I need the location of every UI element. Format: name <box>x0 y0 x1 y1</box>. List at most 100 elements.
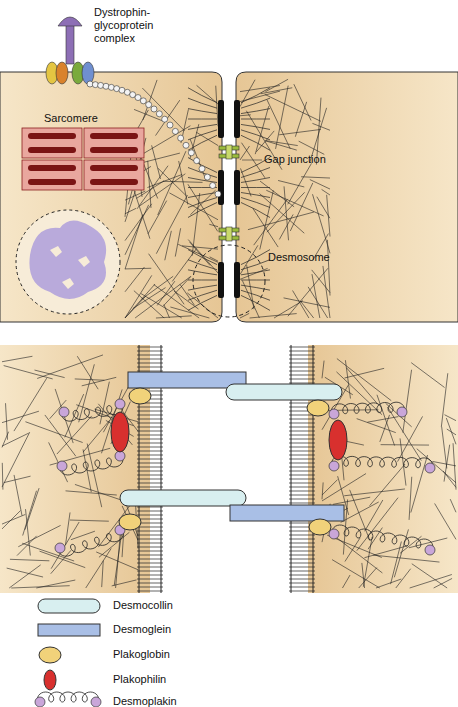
desmoplakin-end <box>55 543 65 553</box>
filament <box>284 298 330 308</box>
filament <box>75 379 105 380</box>
filament-fan <box>241 193 270 198</box>
dystrophin-chain <box>87 81 93 87</box>
filament <box>51 522 79 569</box>
filament <box>411 455 428 513</box>
desmoplakin-end <box>425 463 435 473</box>
cytoskeleton <box>2 355 456 588</box>
filament <box>190 242 210 265</box>
dystrophin-chain <box>167 122 173 128</box>
component-label: Dystrophin-glycoprotein complex <box>94 6 172 45</box>
myofilament <box>28 165 76 171</box>
glycoprotein-stem <box>66 24 74 64</box>
myofilament <box>28 179 76 185</box>
filament <box>253 208 278 247</box>
filament <box>51 550 71 573</box>
filament <box>265 79 288 91</box>
sarcomere-band <box>22 128 82 158</box>
desmoplakin-end <box>35 697 45 707</box>
filament <box>386 403 412 427</box>
filament <box>446 418 456 444</box>
filament <box>18 525 60 546</box>
filament <box>364 546 407 558</box>
filament <box>266 141 298 146</box>
component-label: Sarcomere <box>44 112 134 125</box>
filament <box>82 377 117 385</box>
filament <box>332 560 380 588</box>
filament <box>250 314 297 318</box>
desmoplakin-end <box>115 399 125 409</box>
cell-panel <box>0 17 458 322</box>
filament <box>210 257 218 261</box>
filament <box>278 180 304 186</box>
plakoglobin-shape <box>129 388 151 404</box>
filament-fan <box>188 178 217 183</box>
filament-fan <box>241 290 270 300</box>
filament <box>322 189 330 195</box>
desmosome-detail <box>0 345 458 593</box>
filament <box>400 536 421 553</box>
plakoglobin-shape <box>309 519 331 535</box>
filament <box>322 474 366 501</box>
filament <box>7 568 43 577</box>
desmoplakin-end <box>57 461 67 471</box>
filament <box>179 161 188 205</box>
dystrophin-chain <box>130 92 136 98</box>
filament <box>25 422 82 443</box>
filament <box>409 477 412 520</box>
desmosome-plaque <box>234 170 240 205</box>
legend-swatch <box>44 670 56 690</box>
filament-fan <box>188 285 217 290</box>
desmoplakin-end <box>329 461 339 471</box>
filament <box>442 427 447 469</box>
desmoplakin-end <box>329 409 339 419</box>
cytoplasm-right <box>308 345 458 593</box>
legend-swatch <box>39 647 61 663</box>
desmoplakin-coil <box>331 402 404 414</box>
desmoplakin-coil <box>332 456 433 468</box>
filament <box>240 86 280 92</box>
filament <box>322 482 323 499</box>
plakophilin-shape <box>44 670 56 690</box>
filament-fan <box>241 130 270 140</box>
filament <box>2 511 21 529</box>
filament <box>417 449 456 483</box>
filament-fan <box>188 130 217 140</box>
filament <box>398 416 423 461</box>
filament <box>359 568 377 588</box>
filament <box>2 356 32 361</box>
filament <box>158 168 187 196</box>
filament <box>267 192 305 232</box>
cardiomyocyte-left <box>0 72 222 322</box>
filament <box>49 442 68 482</box>
filament <box>396 569 411 588</box>
dystrophin-chain <box>188 150 194 156</box>
filament <box>342 575 350 588</box>
filament <box>170 307 209 318</box>
filament <box>142 88 184 131</box>
filament <box>240 80 255 107</box>
sarcomere-band <box>22 160 82 190</box>
filament <box>55 389 73 443</box>
filament <box>394 529 408 577</box>
filament <box>164 305 170 318</box>
filament <box>323 266 330 318</box>
filament <box>274 301 303 318</box>
dystrophin-chain <box>108 84 114 90</box>
filament <box>66 491 117 495</box>
filament <box>310 180 330 190</box>
filament <box>279 129 321 134</box>
filament <box>141 276 173 299</box>
desmocollin-shape <box>120 490 246 506</box>
dystrophin-chain <box>178 135 184 141</box>
filament <box>149 254 185 305</box>
component-label: Desmosome <box>268 251 368 264</box>
legend-label: Plakoglobin <box>113 648 170 661</box>
filament-fan <box>241 168 270 178</box>
sarcomere-band <box>84 128 144 158</box>
glycoprotein-subunit <box>82 62 94 84</box>
desmocollin-shape <box>38 599 100 613</box>
filament <box>350 490 370 541</box>
dystrophin-chain <box>140 98 146 104</box>
